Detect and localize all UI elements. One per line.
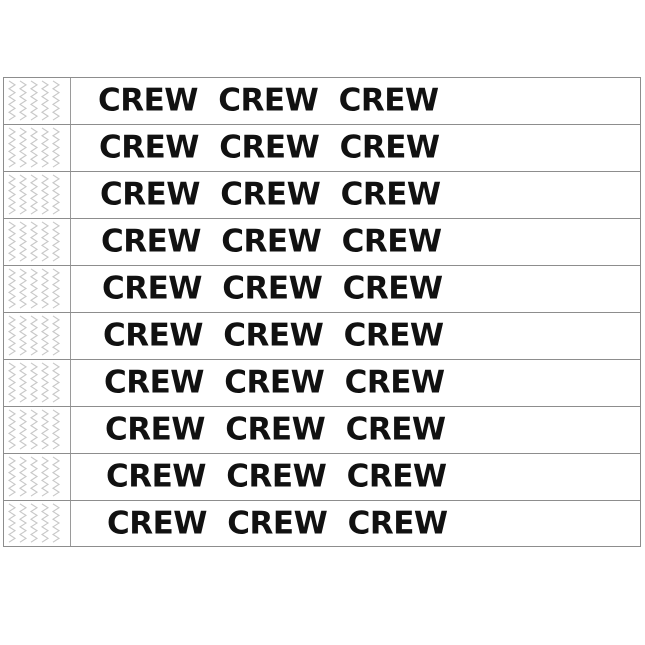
wristband-row[interactable]: CREW CREW CREW <box>3 453 641 500</box>
wristband-row[interactable]: CREW CREW CREW <box>3 312 641 359</box>
zigzag-tear-pattern-icon <box>4 407 71 453</box>
wristband-face: CREW CREW CREW <box>71 360 640 406</box>
wristband-label: CREW CREW CREW <box>98 82 439 119</box>
wristband-face: CREW CREW CREW <box>71 266 640 312</box>
wristband-row[interactable]: CREW CREW CREW <box>3 500 641 547</box>
wristband-list: CREW CREW CREW CREW CREW CREW <box>3 77 641 547</box>
wristband-label: CREW CREW CREW <box>105 411 446 448</box>
zigzag-tear-pattern-icon <box>4 360 71 406</box>
wristband-face: CREW CREW CREW <box>71 313 640 359</box>
wristband-face: CREW CREW CREW <box>71 125 640 171</box>
wristband-face: CREW CREW CREW <box>71 219 640 265</box>
wristband-face: CREW CREW CREW <box>71 501 640 546</box>
wristband-row[interactable]: CREW CREW CREW <box>3 77 641 124</box>
wristband-row[interactable]: CREW CREW CREW <box>3 265 641 312</box>
wristband-row[interactable]: CREW CREW CREW <box>3 406 641 453</box>
zigzag-tear-pattern-icon <box>4 78 71 124</box>
zigzag-tear-pattern-icon <box>4 219 71 265</box>
wristband-face: CREW CREW CREW <box>71 172 640 218</box>
wristband-row[interactable]: CREW CREW CREW <box>3 171 641 218</box>
zigzag-tear-pattern-icon <box>4 313 71 359</box>
wristband-label: CREW CREW CREW <box>104 364 445 401</box>
wristband-label: CREW CREW CREW <box>106 458 447 495</box>
wristband-face: CREW CREW CREW <box>71 454 640 500</box>
zigzag-tear-pattern-icon <box>4 501 71 546</box>
wristband-label: CREW CREW CREW <box>99 129 440 166</box>
zigzag-tear-pattern-icon <box>4 266 71 312</box>
zigzag-tear-pattern-icon <box>4 172 71 218</box>
wristband-row[interactable]: CREW CREW CREW <box>3 218 641 265</box>
wristband-row[interactable]: CREW CREW CREW <box>3 124 641 171</box>
zigzag-tear-pattern-icon <box>4 125 71 171</box>
wristband-row[interactable]: CREW CREW CREW <box>3 359 641 406</box>
wristband-label: CREW CREW CREW <box>101 223 442 260</box>
wristband-face: CREW CREW CREW <box>71 407 640 453</box>
wristband-label: CREW CREW CREW <box>100 176 441 213</box>
zigzag-tear-pattern-icon <box>4 454 71 500</box>
wristband-face: CREW CREW CREW <box>71 78 640 124</box>
wristband-label: CREW CREW CREW <box>102 270 443 307</box>
wristband-label: CREW CREW CREW <box>103 317 444 354</box>
wristband-label: CREW CREW CREW <box>107 505 448 541</box>
